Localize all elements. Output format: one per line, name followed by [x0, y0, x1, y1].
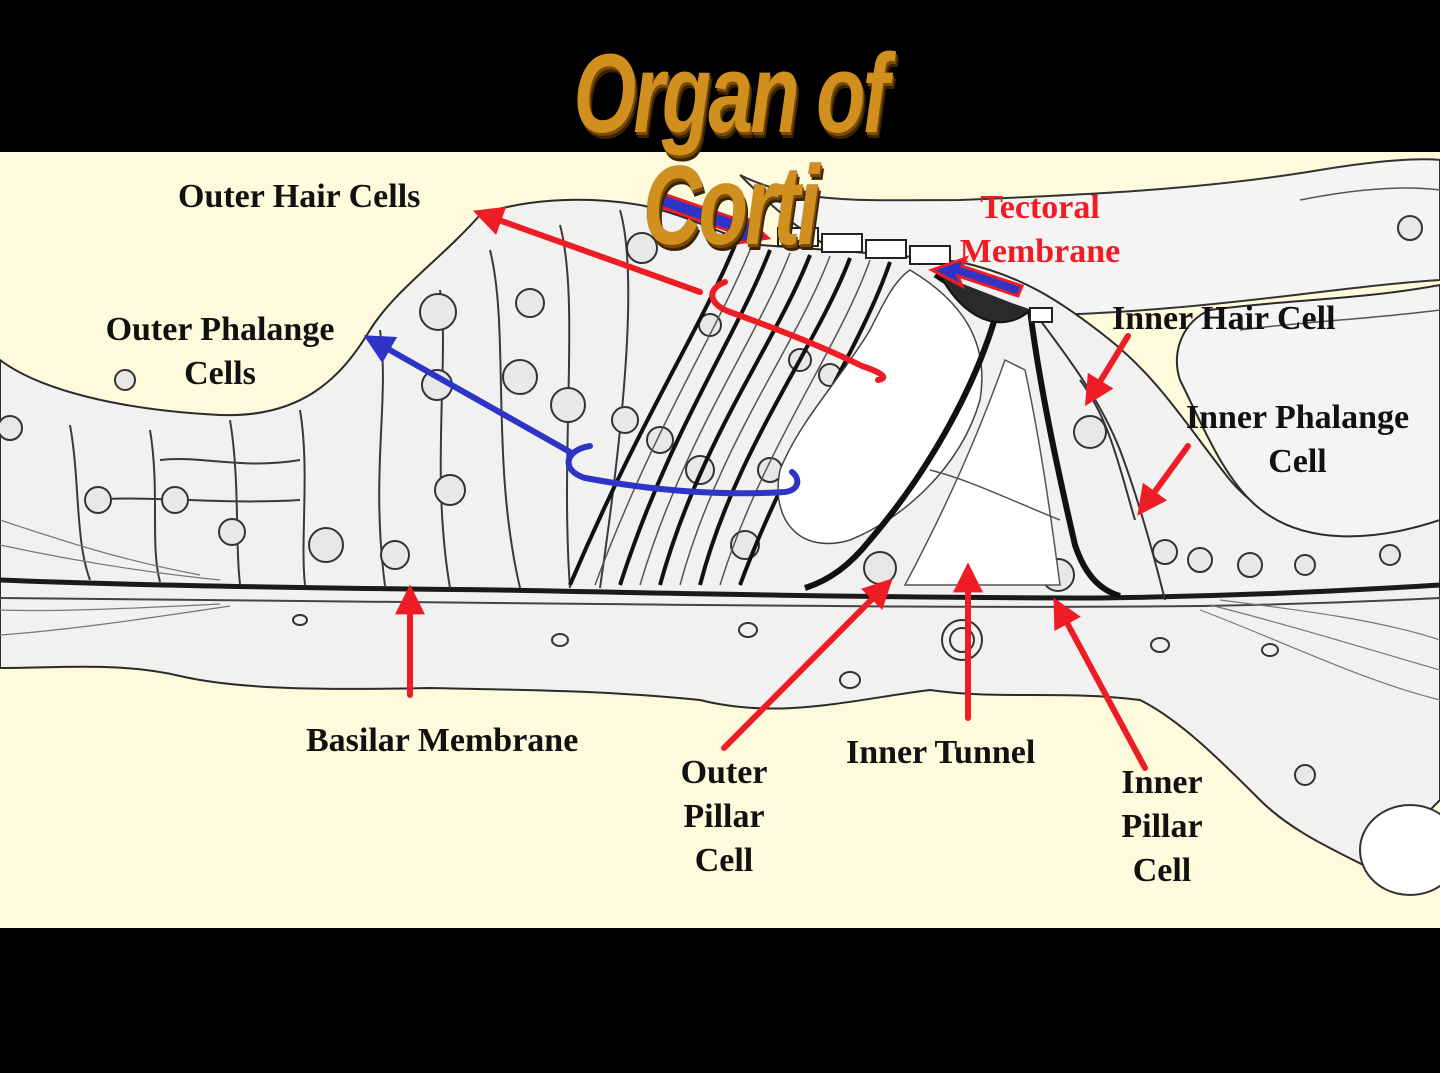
inner-pillar-shape — [1027, 309, 1121, 599]
label-outer-pillar-cell: Outer Pillar Cell — [680, 754, 768, 879]
arrow-outer-phalange-cells — [363, 335, 573, 455]
bracket-outer-phalange-cells — [565, 443, 801, 497]
arrow-outer-pillar-cell — [721, 578, 893, 751]
shear-arrow-left — [649, 190, 772, 247]
label-tectoral-membrane: Tectoral Membrane — [959, 189, 1121, 270]
outer-pillar-shape — [804, 299, 1003, 591]
label-inner-pillar-cell: Inner Pillar Cell — [1121, 764, 1203, 889]
bracket-outer-hair-cells — [709, 279, 887, 383]
arrow-inner-hair-cell — [1084, 333, 1131, 407]
label-inner-hair-cell: Inner Hair Cell — [1112, 300, 1336, 337]
label-outer-phalange-cells: Outer Phalange Cells — [105, 311, 335, 392]
arrow-inner-pillar-cell — [1053, 597, 1148, 771]
diagram-title: Organ of Corti — [573, 31, 890, 268]
shear-arrow-right — [928, 255, 1024, 298]
label-inner-tunnel: Inner Tunnel — [846, 734, 1036, 771]
label-basilar-membrane: Basilar Membrane — [306, 722, 579, 759]
label-outer-hair-cells: Outer Hair Cells — [178, 178, 421, 215]
basilar-membrane-shape — [0, 577, 1440, 601]
arrow-inner-phalange-cell — [1137, 443, 1191, 516]
arrow-outer-hair-cells — [472, 206, 703, 295]
label-inner-phalange-cell: Inner Phalange Cell — [1185, 399, 1410, 480]
